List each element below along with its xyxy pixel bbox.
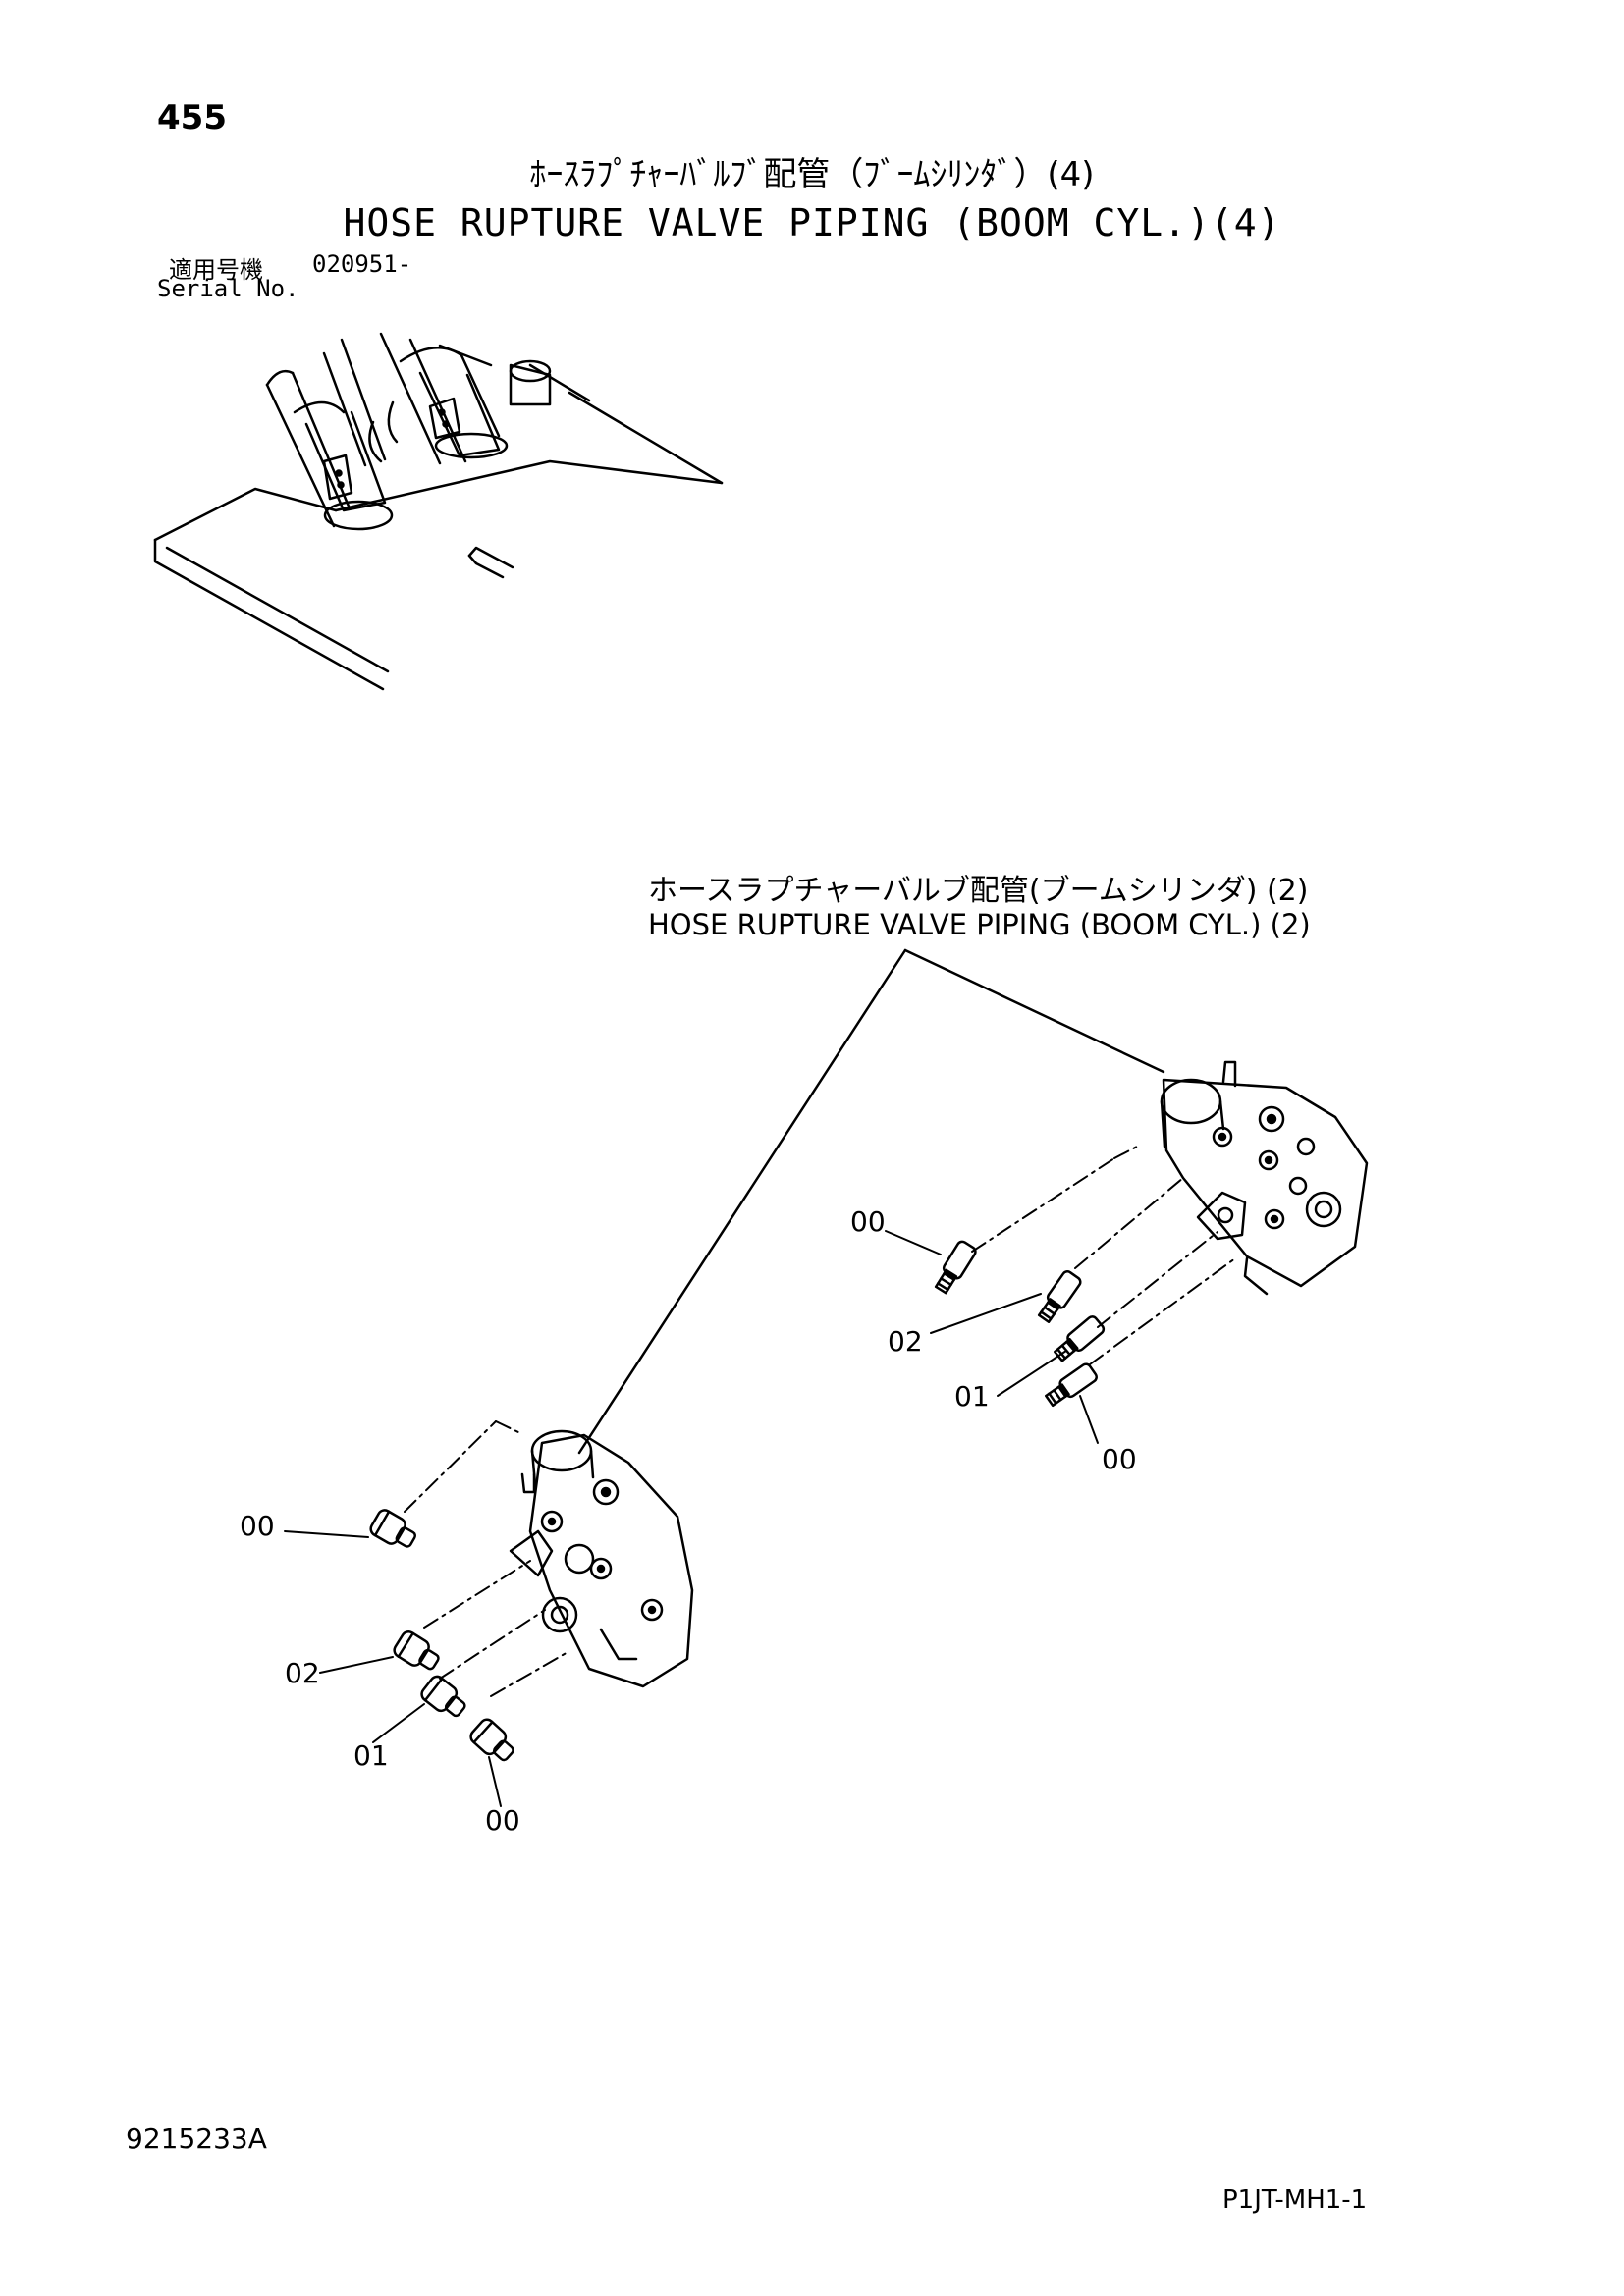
upper-fittings <box>934 1240 1106 1408</box>
upper-valve <box>1160 1060 1369 1296</box>
serial-label-japanese: 適用号機 <box>169 256 263 284</box>
lower-label-leaders <box>284 1530 502 1807</box>
part-label-lower-00-b: 00 <box>485 1804 520 1837</box>
title-japanese: ﾎｰｽﾗﾌﾟﾁｬｰﾊﾞﾙﾌﾞ配管（ﾌﾞｰﾑｼﾘﾝﾀﾞ）(4) <box>529 155 1095 194</box>
reference-label-english: HOSE RUPTURE VALVE PIPING (BOOM CYL.) (2… <box>648 908 1311 941</box>
part-label-upper-00: 00 <box>850 1205 886 1238</box>
part-label-upper-02: 02 <box>888 1325 923 1358</box>
upper-label-leaders <box>885 1230 1099 1444</box>
title-english: HOSE RUPTURE VALVE PIPING (BOOM CYL.)(4) <box>343 201 1281 244</box>
part-label-lower-02: 02 <box>285 1657 320 1689</box>
lower-valve <box>509 1429 694 1688</box>
serial-number: 020951- <box>312 250 412 278</box>
lower-fittings <box>369 1509 514 1762</box>
part-label-upper-00-b: 00 <box>1102 1443 1137 1475</box>
reference-leaders <box>577 948 1165 1455</box>
upper-dashdot <box>971 1146 1236 1365</box>
document-id: 9215233A <box>126 2122 267 2155</box>
serial-label-english: Serial No. <box>157 275 299 302</box>
page-number: 455 <box>157 98 227 137</box>
reference-label-japanese: ホースラプチャーバルブ配管(ブームシリンダ) (2) <box>648 874 1309 908</box>
sheet-id: P1JT-MH1-1 <box>1222 2185 1368 2215</box>
overview-sketch <box>153 332 724 691</box>
part-label-lower-01: 01 <box>353 1739 389 1772</box>
part-label-upper-01: 01 <box>954 1380 990 1413</box>
lower-dashdot <box>404 1420 570 1697</box>
part-label-lower-00: 00 <box>240 1510 275 1542</box>
